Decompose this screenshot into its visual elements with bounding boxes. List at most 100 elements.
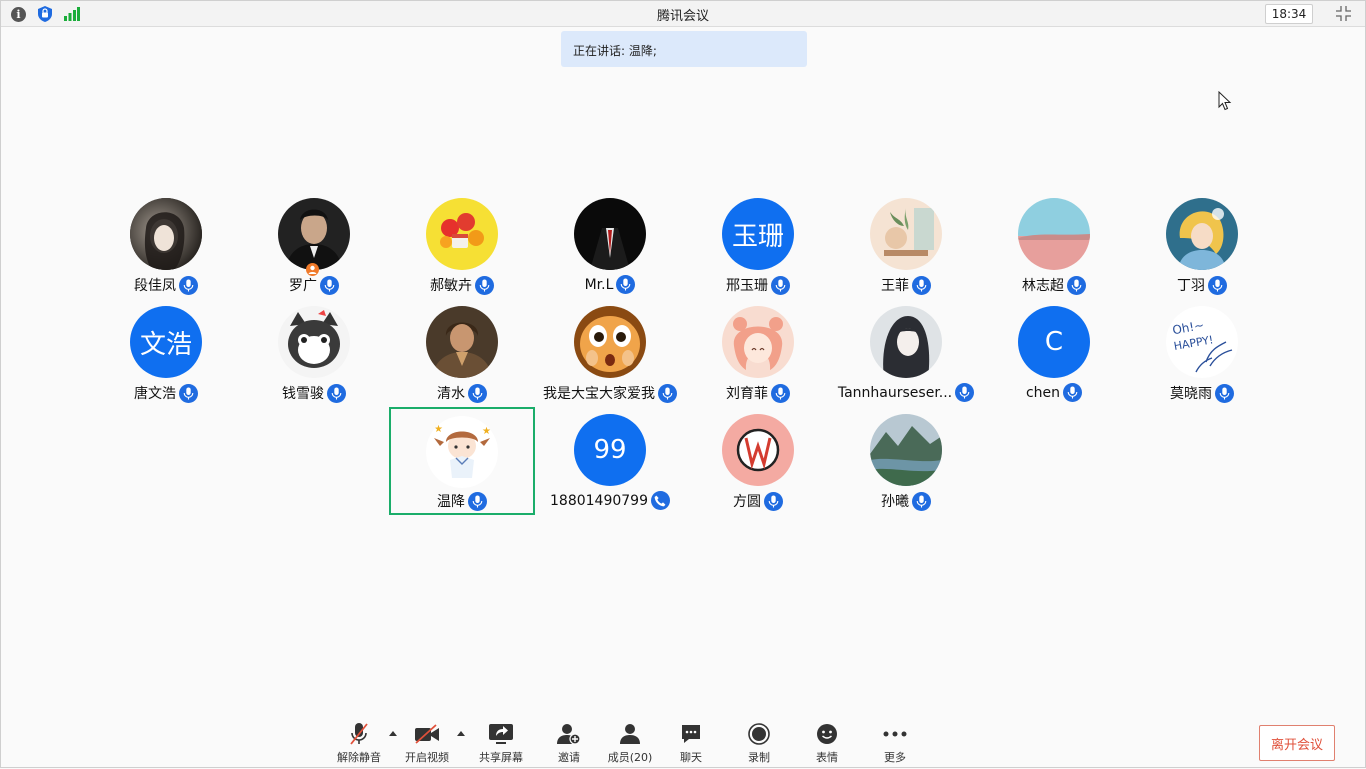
participant-name-line: 丁羽 — [1129, 275, 1275, 295]
participant-tile[interactable]: 文浩唐文浩 — [93, 306, 239, 415]
title-bar: i 腾讯会议 18:34 — [1, 1, 1365, 27]
participant-name: 温降 — [437, 494, 465, 510]
participant-tile[interactable]: 孙曦 — [833, 414, 979, 523]
mic-muted-icon — [348, 719, 370, 749]
participant-name: 丁羽 — [1177, 278, 1205, 294]
invite-label: 邀请 — [558, 751, 580, 764]
participant-name-line: 罗广 — [241, 275, 387, 295]
more-button[interactable]: 更多 — [865, 719, 925, 765]
participant-name-line: 邢玉珊 — [685, 275, 831, 295]
participant-tile[interactable]: 我是大宝大家爱我 — [537, 306, 683, 415]
participant-tile[interactable]: 玉珊邢玉珊 — [685, 198, 831, 307]
unmute-button[interactable]: 解除静音 — [329, 719, 389, 765]
signal-icon[interactable] — [64, 7, 80, 21]
speaking-text: 正在讲话: 温降; — [573, 44, 657, 58]
avatar — [870, 198, 942, 270]
host-badge-icon — [306, 261, 319, 280]
chat-icon — [680, 719, 702, 749]
participant-name: Tannhaurseser... — [837, 384, 953, 401]
meeting-toolbar: 解除静音 开启视频 共享屏幕 邀请 成员(20) 聊天 — [1, 719, 1366, 769]
avatar — [722, 414, 794, 486]
participant-tile[interactable]: Oh!~HAPPY!莫晓雨 — [1129, 306, 1275, 415]
avatar — [426, 198, 498, 270]
fullscreen-icon[interactable] — [1336, 6, 1351, 25]
participant-name-line: 唐文浩 — [93, 383, 239, 403]
emoji-icon — [816, 719, 838, 749]
avatar — [574, 198, 646, 270]
record-button[interactable]: 录制 — [729, 719, 789, 765]
microphone-icon — [771, 275, 790, 295]
video-off-icon — [414, 719, 440, 749]
microphone-icon — [771, 383, 790, 403]
microphone-icon — [764, 491, 783, 511]
participant-tile[interactable]: 丁羽 — [1129, 198, 1275, 307]
start-video-button[interactable]: 开启视频 — [397, 719, 457, 765]
participant-name: 唐文浩 — [134, 386, 176, 402]
participant-tile[interactable]: Mr.L — [537, 198, 683, 307]
share-screen-button[interactable]: 共享屏幕 — [471, 719, 531, 765]
microphone-icon — [658, 383, 677, 403]
participant-name: 郝敏卉 — [430, 278, 472, 294]
members-icon — [619, 719, 641, 749]
participant-tile[interactable]: 段佳凤 — [93, 198, 239, 307]
phone-icon — [650, 491, 670, 510]
invite-icon — [557, 719, 581, 749]
participant-name: 我是大宝大家爱我 — [543, 386, 655, 402]
microphone-icon — [327, 383, 346, 403]
microphone-icon — [912, 275, 931, 295]
participant-name-line: 我是大宝大家爱我 — [537, 383, 683, 403]
participant-tile[interactable]: 郝敏卉 — [389, 198, 535, 307]
svg-text:Oh!~: Oh!~ — [1171, 318, 1205, 337]
participant-tile[interactable]: 方圆 — [685, 414, 831, 523]
participant-name-line: 林志超 — [981, 275, 1127, 295]
share-screen-label: 共享屏幕 — [479, 751, 523, 764]
participant-name: 18801490799 — [550, 492, 648, 509]
participant-name: 孙曦 — [881, 494, 909, 510]
info-icon[interactable]: i — [11, 6, 26, 22]
participant-name: 邢玉珊 — [726, 278, 768, 294]
avatar — [1166, 198, 1238, 270]
emoji-button[interactable]: 表情 — [797, 719, 857, 765]
participant-name-line: 孙曦 — [833, 491, 979, 511]
microphone-icon — [1067, 275, 1086, 295]
participant-name-line: 18801490799 — [537, 491, 683, 510]
participant-name: chen — [1025, 384, 1061, 401]
participant-name: 钱雪骏 — [282, 386, 324, 402]
microphone-icon — [912, 491, 931, 511]
participant-name: 刘育菲 — [726, 386, 768, 402]
participant-tile[interactable]: 罗广 — [241, 198, 387, 307]
participant-tile[interactable]: 钱雪骏 — [241, 306, 387, 415]
participant-tile[interactable]: 刘育菲 — [685, 306, 831, 415]
avatar — [426, 306, 498, 378]
participant-tile[interactable]: ★★温降 — [389, 407, 535, 515]
shield-icon[interactable] — [38, 6, 52, 22]
emoji-label: 表情 — [816, 751, 838, 764]
participant-name-line: 清水 — [389, 383, 535, 403]
video-options-caret[interactable] — [457, 731, 465, 736]
participant-tile[interactable]: Tannhaurseser... — [833, 306, 979, 415]
participant-tile[interactable]: 清水 — [389, 306, 535, 415]
microphone-icon — [468, 491, 487, 511]
share-screen-icon — [488, 719, 514, 749]
leave-meeting-button[interactable]: 离开会议 — [1259, 725, 1335, 761]
microphone-icon — [955, 383, 975, 402]
participant-tile[interactable]: 王菲 — [833, 198, 979, 307]
avatar — [722, 306, 794, 378]
svg-text:★: ★ — [434, 424, 443, 435]
participant-name-line: 段佳凤 — [93, 275, 239, 295]
participant-name-line: 莫晓雨 — [1129, 383, 1275, 403]
participant-tile[interactable]: 林志超 — [981, 198, 1127, 307]
participant-name: 清水 — [437, 386, 465, 402]
members-button[interactable]: 成员(20) — [600, 719, 660, 765]
avatar — [1018, 198, 1090, 270]
invite-button[interactable]: 邀请 — [539, 719, 599, 765]
microphone-icon — [468, 383, 487, 403]
chat-button[interactable]: 聊天 — [661, 719, 721, 765]
participant-name: 罗广 — [289, 278, 317, 294]
avatar: 文浩 — [130, 306, 202, 378]
audio-options-caret[interactable] — [389, 731, 397, 736]
participant-name: 莫晓雨 — [1170, 386, 1212, 402]
record-icon — [748, 719, 770, 749]
